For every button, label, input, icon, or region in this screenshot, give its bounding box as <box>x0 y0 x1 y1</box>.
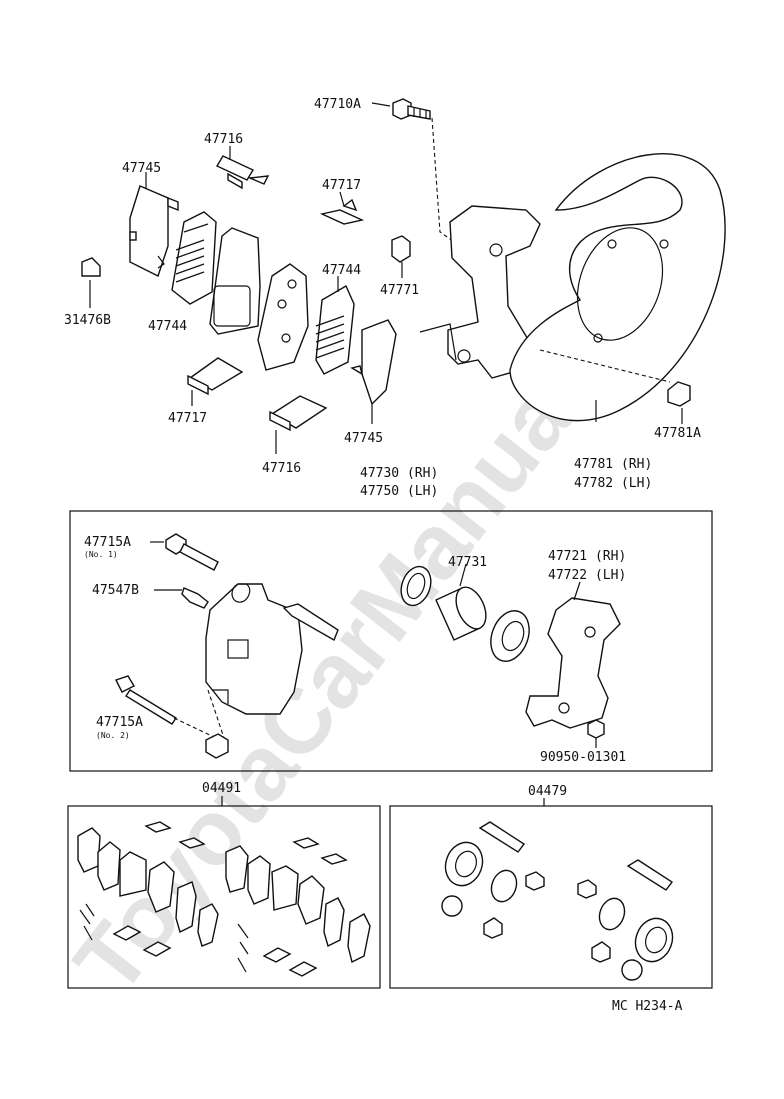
pad-kit-04491-parts <box>77 821 371 977</box>
label-47744-left: 47744 <box>148 319 187 334</box>
label-90950-01301: 90950-01301 <box>540 750 626 765</box>
plug-90950-01301-part <box>587 719 605 739</box>
brake-pad-backing-right <box>257 263 309 371</box>
cap-31476b-part <box>81 257 101 308</box>
seal-kit-04479-parts <box>441 821 674 981</box>
brake-pad-47744-left <box>171 211 217 305</box>
bolt-47710a-part <box>392 98 431 120</box>
guide-pin-part <box>282 603 339 642</box>
label-47771: 47771 <box>380 283 419 298</box>
label-47730-rh: 47730 (RH) <box>360 466 438 481</box>
anti-squeal-clip-47716-bottom <box>269 395 328 432</box>
label-kit-04479: 04479 <box>528 784 567 799</box>
diagram-code: MC H234-A <box>612 999 683 1014</box>
seal-kit-04479-frame <box>389 805 713 989</box>
label-47744-right: 47744 <box>322 263 361 278</box>
label-47547b: 47547B <box>92 583 139 598</box>
brake-pad-47744-right <box>315 285 355 375</box>
label-kit-04491: 04491 <box>202 781 241 796</box>
label-47716-bottom: 47716 <box>262 461 301 476</box>
label-47715a-no1-sub: (No. 1) <box>84 550 118 559</box>
anti-squeal-shim-47745-right <box>350 319 397 406</box>
anti-squeal-clip-47716-top <box>216 155 270 190</box>
caliper-mounting-bracket <box>419 205 541 379</box>
label-47717-bottom: 47717 <box>168 411 207 426</box>
anti-squeal-clip-47717-bottom <box>187 357 244 396</box>
label-47715a-no1: 47715A <box>84 535 131 550</box>
slide-pin-no1-part <box>165 533 219 571</box>
caliper-support-47721-part <box>525 597 621 729</box>
label-47750-lh: 47750 (LH) <box>360 484 438 499</box>
label-47715a-no2: 47715A <box>96 715 143 730</box>
label-47745-bottom: 47745 <box>344 431 383 446</box>
piston-47731-part <box>435 586 487 641</box>
bleeder-47771-part <box>391 235 411 278</box>
anti-squeal-shim-47745-left <box>129 185 179 277</box>
pad-kit-04491-frame <box>67 805 381 989</box>
label-47717-top: 47717 <box>322 178 361 193</box>
slide-boot-part <box>205 733 229 759</box>
label-47731: 47731 <box>448 555 487 570</box>
slide-pin-no2-part <box>115 675 177 725</box>
label-47710a: 47710A <box>314 97 361 112</box>
piston-boot-part <box>490 610 530 662</box>
label-47721-rh: 47721 (RH) <box>548 549 626 564</box>
label-47781-rh: 47781 (RH) <box>574 457 652 472</box>
bleeder-plug-47547b-part <box>181 587 209 609</box>
caliper-assembly-frame <box>69 510 713 772</box>
label-47715a-no2-sub: (No. 2) <box>96 731 130 740</box>
label-31476b: 31476B <box>64 313 111 328</box>
label-47782-lh: 47782 (LH) <box>574 476 652 491</box>
brake-pad-backing-left <box>209 227 261 335</box>
bolt-47781a-part <box>667 381 691 407</box>
cylinder-seal-ring <box>400 565 432 607</box>
disc-dust-cover <box>509 153 726 422</box>
caliper-cylinder-body <box>205 583 303 715</box>
label-47716-top: 47716 <box>204 132 243 147</box>
anti-squeal-clip-47717-top <box>319 198 365 225</box>
label-47722-lh: 47722 (LH) <box>548 568 626 583</box>
label-47745-top: 47745 <box>122 161 161 176</box>
label-47781a: 47781A <box>654 426 701 441</box>
